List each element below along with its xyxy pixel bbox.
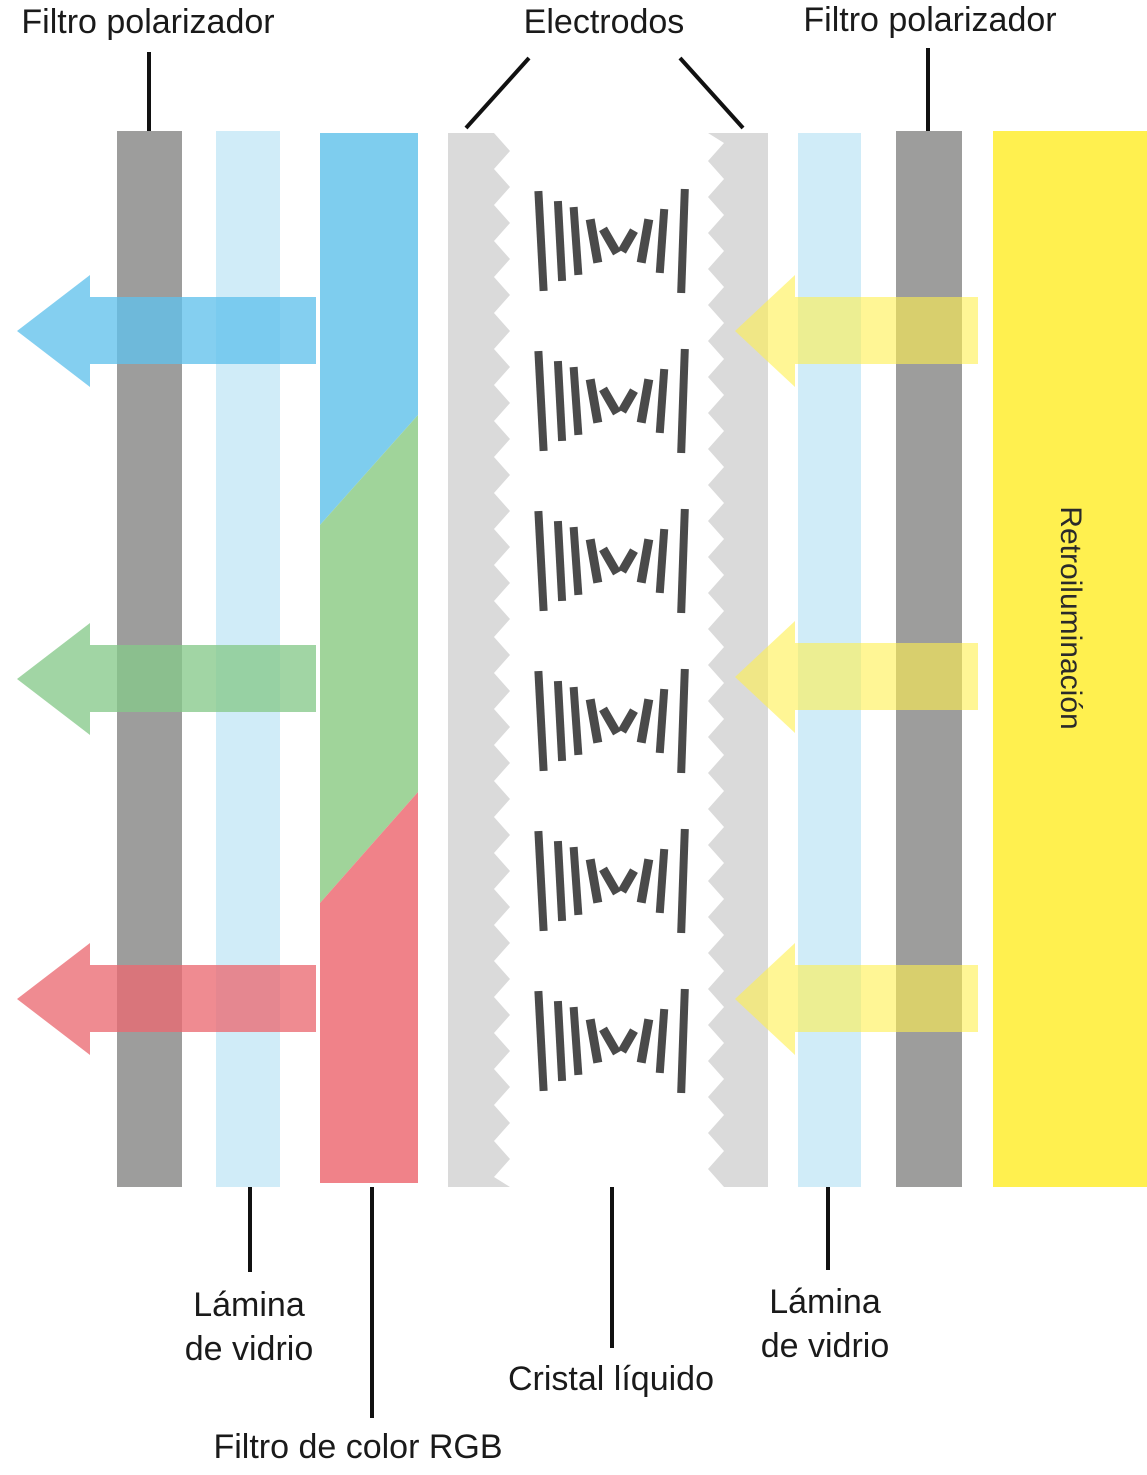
crystal-molecule <box>553 840 567 922</box>
crystal-molecule <box>655 848 669 914</box>
label-glass-left-line1: Lámina <box>193 1286 305 1324</box>
crystal-molecule <box>636 698 654 744</box>
crystal-molecule <box>553 1000 567 1082</box>
liquid-crystal-cell <box>534 828 689 934</box>
crystal-molecule <box>569 1006 583 1076</box>
crystal-molecule <box>677 988 689 1094</box>
electrodes <box>448 133 768 1187</box>
crystal-molecule <box>599 1026 621 1056</box>
crystal-molecule <box>618 1028 638 1054</box>
crystal-molecule <box>534 190 548 292</box>
crystal-molecule <box>655 1008 669 1074</box>
crystal-molecule <box>569 686 583 756</box>
liquid-crystal-cell <box>534 348 689 454</box>
crystal-molecule <box>655 368 669 434</box>
crystal-molecule <box>677 828 689 934</box>
backlight-arrow-bottom <box>735 943 978 1055</box>
crystal-molecule <box>553 680 567 762</box>
liquid-crystal-cell <box>534 988 689 1094</box>
crystal-molecule <box>534 670 548 772</box>
label-liquid-crystal: Cristal líquido <box>508 1360 714 1398</box>
crystal-molecule <box>677 668 689 774</box>
crystal-molecule <box>534 990 548 1092</box>
crystal-molecule <box>636 218 654 264</box>
crystal-molecule <box>585 218 603 264</box>
crystal-molecule <box>677 188 689 294</box>
crystal-molecule <box>618 548 638 574</box>
crystal-molecule <box>655 208 669 274</box>
crystal-molecule <box>569 526 583 596</box>
leader-lines <box>147 48 930 1418</box>
backlight-arrow-middle <box>735 621 978 733</box>
crystal-molecule <box>585 378 603 424</box>
rgb-color-filter <box>320 133 418 1183</box>
liquid-crystal-cell <box>534 188 689 294</box>
crystal-molecule <box>636 378 654 424</box>
red-light-arrow <box>17 943 316 1055</box>
liquid-crystal-cell <box>534 508 689 614</box>
crystal-molecule <box>636 858 654 904</box>
label-polarizer-left: Filtro polarizador <box>21 3 275 41</box>
label-glass-left-line2: de vidrio <box>184 1330 314 1368</box>
backlight-arrow-top <box>735 275 978 387</box>
label-backlight: Retroiluminación <box>1054 506 1087 730</box>
crystal-molecule <box>569 846 583 916</box>
backlight-panel <box>993 131 1147 1187</box>
leader-electrode-left <box>464 56 531 130</box>
crystal-molecule <box>569 206 583 276</box>
crystal-molecule <box>534 510 548 612</box>
crystal-molecule <box>553 360 567 442</box>
label-rgb-filter: Filtro de color RGB <box>213 1428 503 1466</box>
liquid-crystal-layer <box>534 188 689 1094</box>
rgb-filter-green <box>320 415 418 903</box>
crystal-molecule <box>585 538 603 584</box>
label-glass-right: Lámina de vidrio <box>726 1280 924 1368</box>
crystal-molecule <box>599 706 621 736</box>
crystal-molecule <box>534 350 548 452</box>
crystal-molecule <box>585 858 603 904</box>
crystal-molecule <box>585 1018 603 1064</box>
blue-light-arrow <box>17 275 316 387</box>
crystal-molecule <box>569 366 583 436</box>
crystal-molecule <box>677 348 689 454</box>
crystal-molecule <box>618 388 638 414</box>
rgb-filter-red <box>320 792 418 1183</box>
crystal-molecule <box>553 520 567 602</box>
left-electrode <box>448 133 510 1187</box>
crystal-molecule <box>618 868 638 894</box>
label-electrodes: Electrodos <box>523 3 685 41</box>
right-electrode <box>708 133 768 1187</box>
crystal-molecule <box>618 708 638 734</box>
rgb-filter-blue <box>320 133 418 525</box>
input-light-arrows <box>735 275 978 1055</box>
crystal-molecule <box>599 226 621 256</box>
crystal-molecule <box>636 538 654 584</box>
crystal-molecule <box>599 866 621 896</box>
leader-electrode-right <box>678 56 745 130</box>
output-light-arrows <box>17 275 316 1055</box>
crystal-molecule <box>677 508 689 614</box>
crystal-molecule <box>655 688 669 754</box>
label-glass-left: Lámina de vidrio <box>150 1283 348 1371</box>
label-polarizer-right: Filtro polarizador <box>803 1 1057 39</box>
crystal-molecule <box>636 1018 654 1064</box>
label-glass-right-line1: Lámina <box>769 1283 881 1321</box>
crystal-molecule <box>553 200 567 282</box>
green-light-arrow <box>17 623 316 735</box>
crystal-molecule <box>618 228 638 254</box>
crystal-molecule <box>599 386 621 416</box>
crystal-molecule <box>585 698 603 744</box>
label-glass-right-line2: de vidrio <box>760 1327 890 1365</box>
crystal-molecule <box>599 546 621 576</box>
liquid-crystal-cell <box>534 668 689 774</box>
crystal-molecule <box>534 830 548 932</box>
crystal-molecule <box>655 528 669 594</box>
